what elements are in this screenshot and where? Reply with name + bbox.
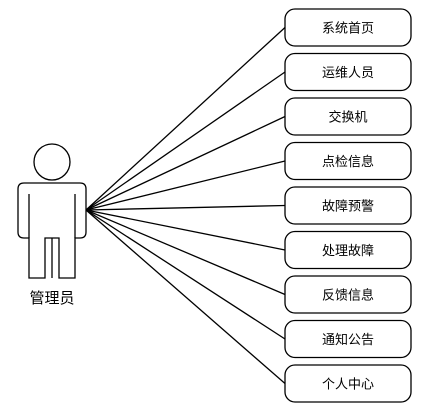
use-case-label: 交换机 — [328, 110, 367, 126]
association-line — [85, 209, 286, 384]
use-case-node: 个人中心 — [284, 364, 412, 403]
use-case-node: 故障预警 — [284, 186, 412, 225]
use-case-node: 系统首页 — [284, 8, 412, 47]
use-case-label: 个人中心 — [322, 378, 374, 393]
association-line — [85, 209, 286, 340]
use-case-box — [284, 97, 412, 136]
actor-figure — [17, 143, 87, 279]
association-line — [85, 71, 286, 211]
association-lines — [85, 27, 286, 384]
use-case-label: 通知公告 — [322, 332, 374, 348]
association-line — [85, 27, 286, 211]
use-case-box — [284, 141, 412, 181]
actor-body — [17, 182, 87, 279]
use-case-box — [284, 364, 412, 403]
use-case-node: 点检信息 — [284, 141, 412, 181]
use-case-box — [284, 275, 412, 314]
use-case-label: 故障预警 — [322, 199, 374, 215]
use-case-box — [284, 52, 412, 92]
association-line — [85, 115, 286, 211]
use-case-label: 系统首页 — [322, 22, 374, 37]
actor-label: 管理员 — [29, 289, 74, 307]
use-case-box — [284, 230, 412, 270]
use-case-box — [284, 319, 412, 359]
use-case-node: 通知公告 — [284, 319, 412, 359]
association-line — [85, 204, 286, 211]
use-case-label: 处理故障 — [322, 244, 374, 259]
use-case-node: 运维人员 — [284, 52, 412, 92]
association-line — [85, 209, 286, 251]
use-case-label: 反馈信息 — [322, 288, 374, 304]
use-case-node: 处理故障 — [284, 230, 412, 270]
use-case-node: 交换机 — [284, 97, 412, 136]
association-line — [85, 209, 286, 296]
use-case-label: 点检信息 — [322, 154, 374, 170]
use-case-box — [284, 8, 412, 47]
use-case-box — [284, 186, 412, 225]
association-line — [85, 160, 286, 211]
actor-head — [33, 143, 71, 181]
use-case-label: 运维人员 — [322, 66, 374, 81]
use-case-node: 反馈信息 — [284, 275, 412, 314]
